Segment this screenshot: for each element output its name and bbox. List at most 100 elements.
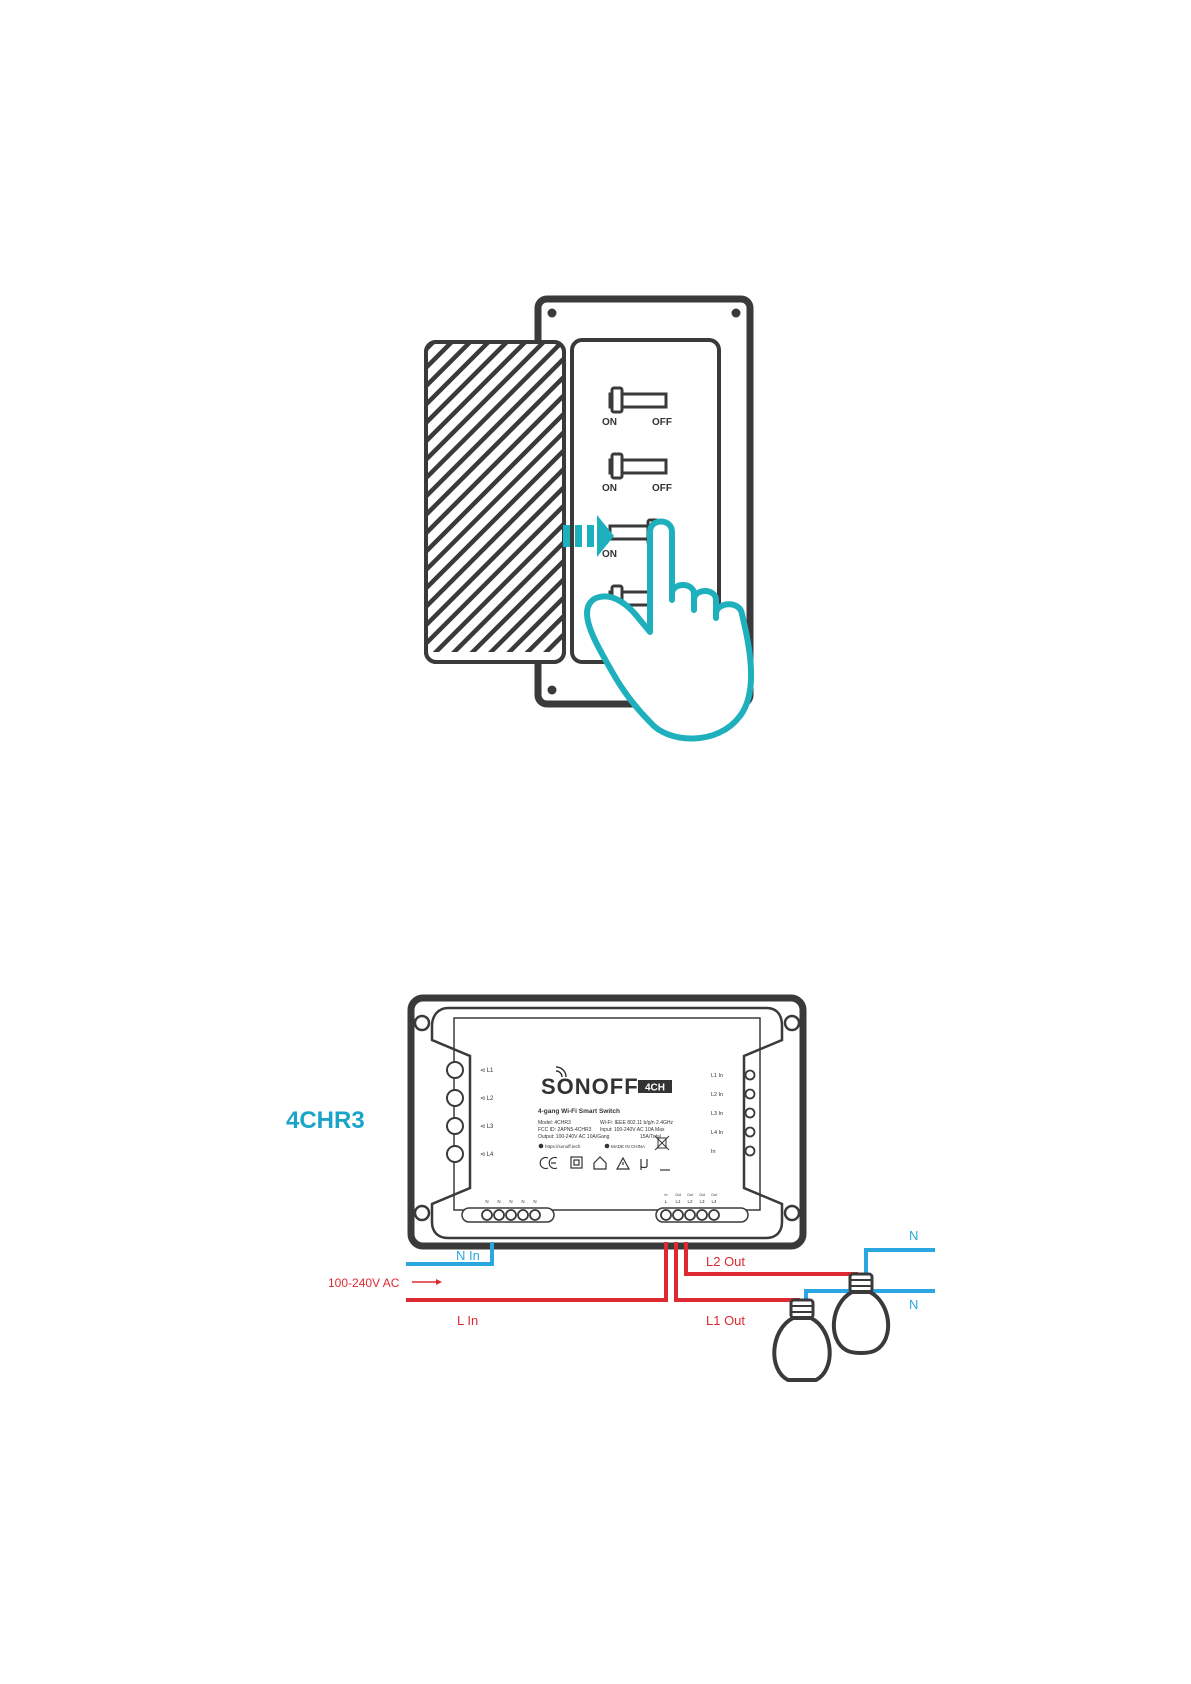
spec-right-2: Input: 100-240V AC 10A Max [600,1127,665,1133]
badge-4ch [638,1080,672,1093]
terminal-screw[interactable] [517,1209,529,1221]
neutral-bottom-wire [804,1289,935,1300]
brand-logo: SONOFF [541,1074,639,1099]
terminal-label: N [497,1199,500,1204]
terminal-direction-label: Out [675,1193,681,1197]
terminal-label: L2 [687,1199,693,1204]
model-label: 4CHR3 [286,1107,365,1134]
l1-out-label: L1 Out [706,1313,745,1328]
push-arrow-icon [563,515,614,557]
mount-hole-icon [783,1204,801,1222]
website-text: https://sonoff.tech [545,1144,581,1149]
terminal-direction-label: Out [687,1193,693,1197]
certification-marks [539,1156,670,1171]
channel-button[interactable] [446,1145,464,1163]
channel-button[interactable] [446,1089,464,1107]
globe-icon [538,1143,544,1149]
flag-icon [604,1143,610,1149]
hand-pointer-icon [584,518,755,742]
channel-button[interactable] [446,1061,464,1079]
micro-disconnect-icon [640,1159,648,1170]
terminal-label: N [485,1199,488,1204]
indicator-label: In [711,1149,716,1155]
switch-off-label: OFF [652,483,672,494]
spec-left-3: Output: 100-240V AC 10A/Gang [538,1134,610,1140]
terminal-direction-label: Out [699,1193,705,1197]
n-top-label: N [909,1228,918,1243]
indicator-label: L2 In [711,1092,723,1098]
indicator-label: L4 In [711,1130,723,1136]
light-bulb-icon [832,1272,890,1355]
spec-left-2: FCC ID: 2APN5-4CHR3 [538,1127,592,1133]
wifi-icon [555,1066,567,1078]
weee-bin-icon [654,1135,670,1151]
mount-hole-icon [783,1014,801,1032]
n-bottom-label: N [909,1297,918,1312]
breaker-switches: ONOFFONOFFONOFFONOFF [602,386,672,626]
switch-knob [610,386,624,414]
terminal-screw[interactable] [708,1209,720,1221]
terminal-label: L4 [711,1199,717,1204]
mount-hole-icon [413,1014,431,1032]
switch-knob [610,452,624,480]
device-label-block: SONOFF 4CH 4-gang Wi-Fi Smart Switch Mod… [538,1066,673,1171]
channel-label: ⊲ L1 [480,1068,494,1074]
screw-icon [731,308,741,318]
neutral-in-wire [406,1242,494,1266]
terminal-screw[interactable] [672,1209,684,1221]
n-in-label: N In [456,1248,480,1263]
supply-arrow-icon [412,1279,442,1285]
panel-cover-door [424,340,566,664]
light-bulb-icon [772,1298,832,1382]
breaker-panel-illustration: ONOFFONOFFONOFFONOFF [424,295,755,742]
supply-label: 100-240V AC [328,1276,400,1290]
mount-hole-icon [413,1204,431,1222]
indoor-use-icon [593,1156,607,1170]
terminal-screw[interactable] [493,1209,505,1221]
badge-text: 4CH [645,1083,665,1094]
spec-right-3: 15A/Total [640,1134,661,1140]
device-front-panel [430,1006,784,1240]
indicator-led [744,1088,756,1100]
terminal-screw[interactable] [481,1209,493,1221]
terminal-screw[interactable] [529,1209,541,1221]
switch-on-label: ON [602,549,617,560]
spec-right-1: Wi-Fi: IEEE 802.11 b/g/n 2.4GHz [600,1120,673,1126]
terminal-screw[interactable] [505,1209,517,1221]
indicator-led [744,1145,756,1157]
terminal-screw[interactable] [684,1209,696,1221]
indicator-led [744,1069,756,1081]
terminal-label: L [665,1199,668,1204]
terminal-screw[interactable] [660,1209,672,1221]
indicator-label: L1 In [711,1073,723,1079]
l-in-label: L In [457,1313,478,1328]
switch-slot [608,458,668,475]
terminal-screw[interactable] [696,1209,708,1221]
terminal-label: N [533,1199,536,1204]
spec-left-1: Model: 4CHR3 [538,1120,571,1126]
product-name: 4-gang Wi-Fi Smart Switch [538,1108,620,1115]
terminal-direction-label: Out [711,1193,717,1197]
channel-button[interactable] [446,1117,464,1135]
terminal-direction-label: In [665,1193,668,1197]
left-channel-buttons: ⊲ L1 ⊲ L2 ⊲ L3 ⊲ L4 [446,1061,494,1163]
screw-icon [547,685,557,695]
indicator-led [744,1107,756,1119]
l1-out-wire [674,1242,800,1312]
channel-label: ⊲ L3 [480,1124,494,1130]
switch-slot [608,392,668,409]
channel-label: ⊲ L2 [480,1096,494,1102]
live-in-wire [406,1242,668,1302]
channel-label: ⊲ L4 [480,1152,494,1158]
screw-icon [547,308,557,318]
switch-off-label: OFF [652,417,672,428]
indicator-led [744,1126,756,1138]
warning-icon [615,1156,631,1170]
